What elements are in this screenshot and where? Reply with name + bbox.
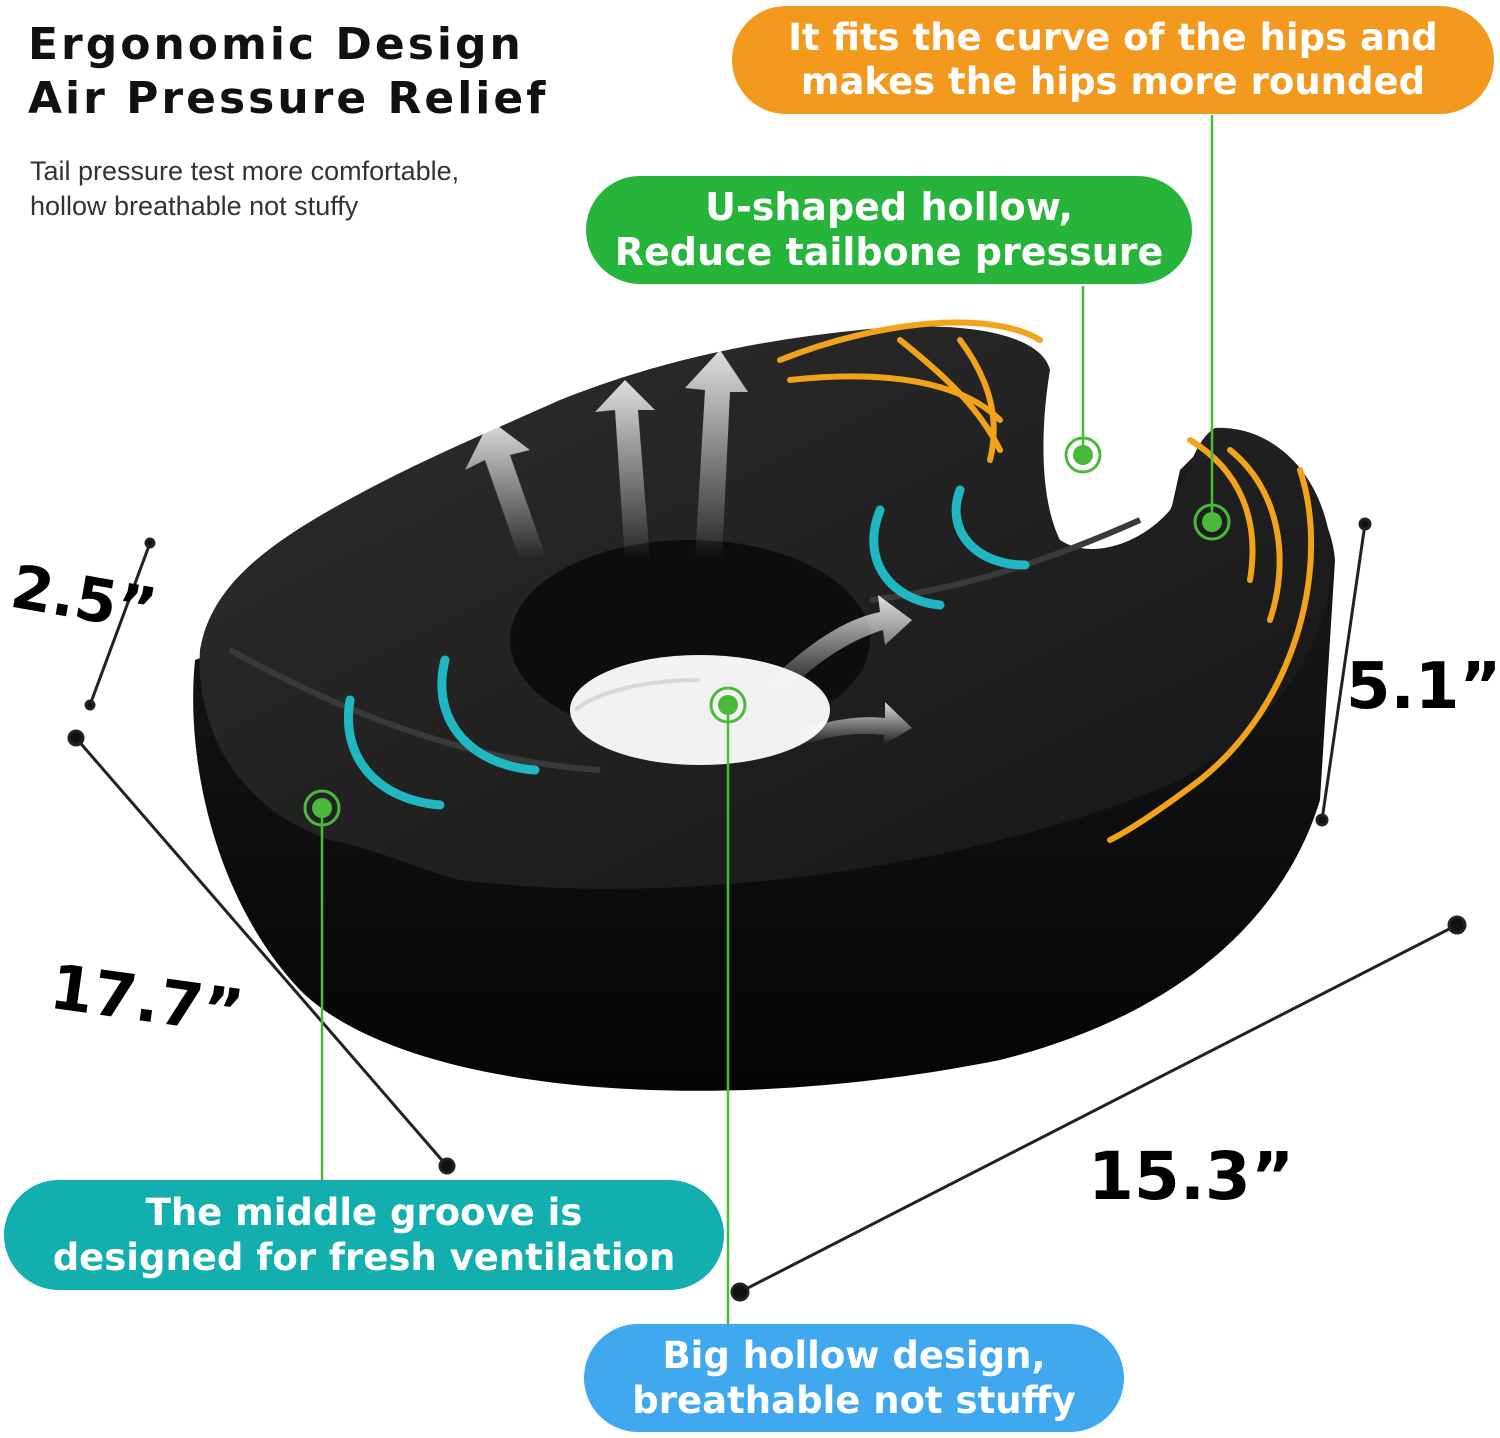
- width-dimension: 15.3”: [1088, 1138, 1295, 1215]
- hips-callout-line-1: It fits the curve of the hips and: [788, 16, 1438, 59]
- side-dimension: 5.1”: [1346, 650, 1500, 724]
- groove-callout-line-1: The middle groove is: [145, 1191, 583, 1234]
- hips-callout: It fits the curve of the hips and makes …: [732, 6, 1494, 114]
- big-hollow-callout-line-2: breathable not stuffy: [632, 1379, 1076, 1422]
- subheading-line-1: Tail pressure test more comfortable,: [30, 156, 460, 186]
- hip-curves: [777, 319, 1315, 843]
- subheading: Tail pressure test more comfortable, hol…: [30, 154, 459, 224]
- leader-lines: [320, 115, 1214, 1325]
- groove-callout-line-2: designed for fresh ventilation: [52, 1236, 676, 1279]
- u-shaped-callout-line-1: U-shaped hollow,: [705, 185, 1073, 229]
- hips-callout-line-2: makes the hips more rounded: [800, 60, 1426, 103]
- u-shaped-callout: U-shaped hollow, Reduce tailbone pressur…: [586, 176, 1192, 284]
- u-shaped-callout-line-2: Reduce tailbone pressure: [614, 230, 1164, 274]
- heading-line-2: Air Pressure Relief: [28, 73, 549, 124]
- page-heading: Ergonomic Design Air Pressure Relief: [28, 18, 548, 126]
- subheading-line-2: hollow breathable not stuffy: [30, 191, 359, 221]
- dimension-lines: [67, 517, 1467, 1302]
- heading-line-1: Ergonomic Design: [28, 19, 524, 70]
- center-hole: [570, 655, 830, 765]
- pressure-arcs: [344, 485, 1030, 810]
- big-hollow-callout: Big hollow design, breathable not stuffy: [584, 1324, 1124, 1432]
- big-hollow-callout-line-1: Big hollow design,: [662, 1334, 1046, 1377]
- airflow-arrows: [465, 350, 912, 745]
- groove-callout: The middle groove is designed for fresh …: [4, 1180, 724, 1290]
- marker-dots: [303, 436, 1231, 827]
